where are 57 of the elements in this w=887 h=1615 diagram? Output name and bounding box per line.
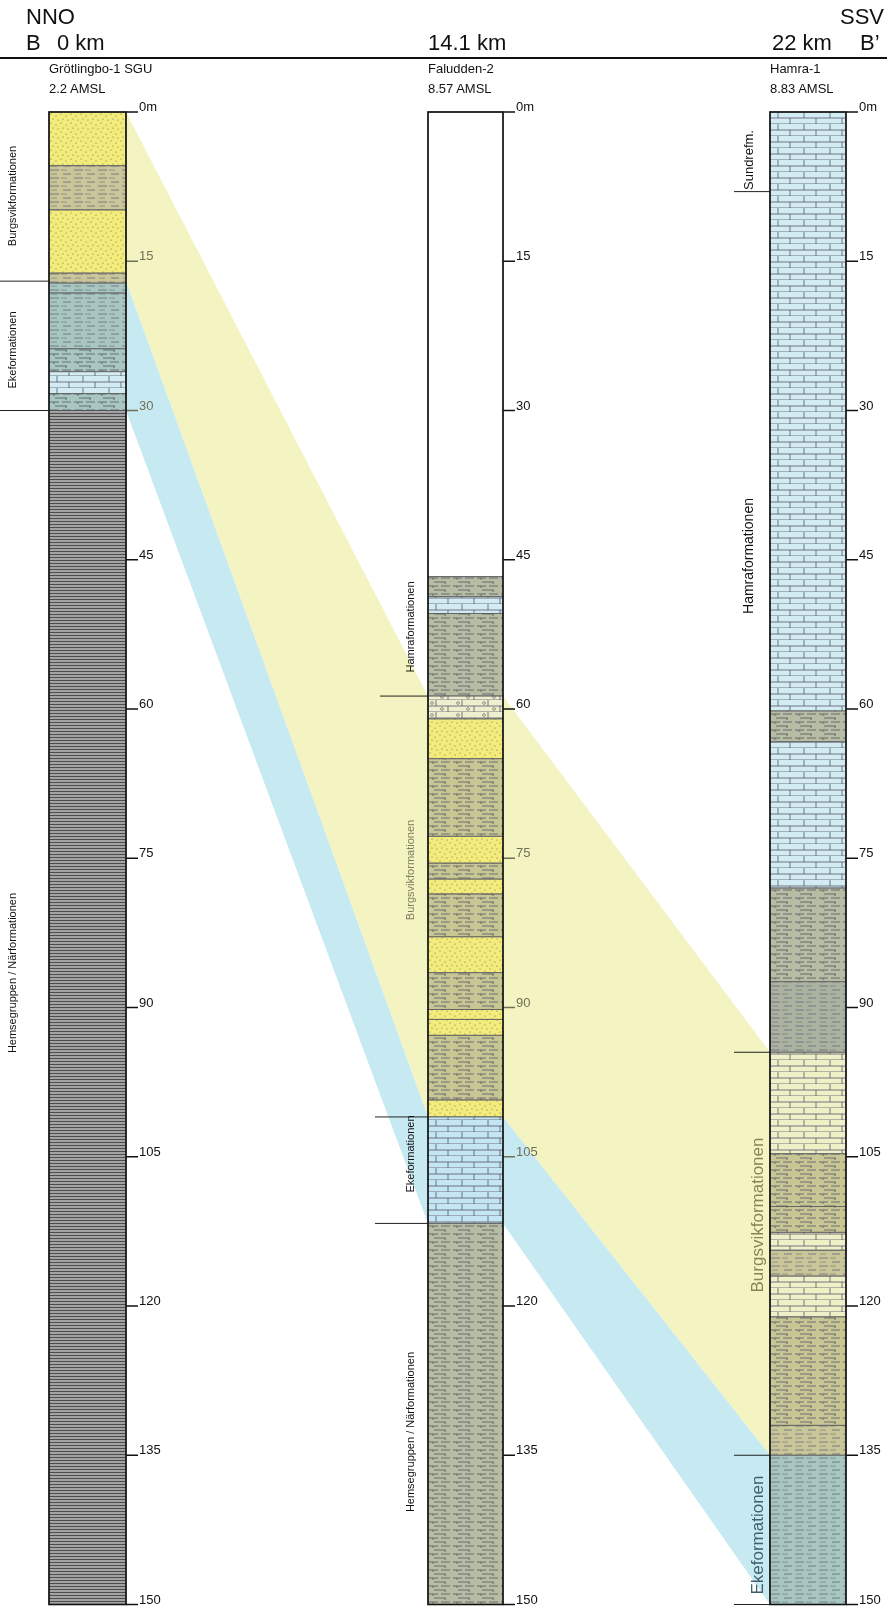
depth-label: 60 <box>139 697 154 710</box>
depth-label: 60 <box>516 697 531 710</box>
depth-label: 45 <box>516 547 531 561</box>
distance-label: 0 km <box>57 32 105 54</box>
depth-label: 90 <box>516 995 531 1009</box>
distance-label: 22 km <box>772 32 832 54</box>
section-end-label: B’ <box>860 32 880 54</box>
depth-label: 120 <box>516 1294 538 1307</box>
formation-label: Burgsvikformationen <box>6 145 18 247</box>
depth-label: 0m <box>516 100 535 113</box>
direction-label: SSV <box>839 6 884 28</box>
depth-label: 75 <box>139 846 154 860</box>
depth-label: 135 <box>859 1443 881 1457</box>
depth-label: 75 <box>859 846 874 860</box>
formation-label: Sundrefm. <box>741 130 755 190</box>
depth-label: 150 <box>516 1592 538 1606</box>
elevation-label: 8.57 AMSL <box>428 82 492 95</box>
well-name: Grötlingbo-1 SGU <box>49 62 153 75</box>
formation-label: Hamraformationen <box>404 581 416 673</box>
elevation-label: 8.83 AMSL <box>770 82 834 95</box>
depth-label: 90 <box>859 995 874 1009</box>
depth-label: 90 <box>139 995 154 1009</box>
depth-label: 105 <box>516 1144 538 1158</box>
formation-label: Burgsvikformationen <box>404 819 416 921</box>
depth-label: 45 <box>139 547 154 561</box>
depth-label: 15 <box>859 249 874 263</box>
formation-label: Hamraformationen <box>741 498 755 614</box>
well-name: Faludden-2 <box>428 62 494 75</box>
depth-label: 30 <box>139 398 154 412</box>
formation-label: Burgsvikformationen <box>748 1137 766 1293</box>
depth-label: 45 <box>859 547 874 561</box>
elevation-label: 2.2 AMSL <box>49 82 106 95</box>
depth-label: 105 <box>139 1144 161 1158</box>
depth-label: 120 <box>859 1294 881 1307</box>
formation-label: Hemsegruppen / Närformationen <box>6 892 18 1054</box>
depth-label: 0m <box>139 100 158 113</box>
depth-label: 30 <box>516 398 531 412</box>
section-end-label: B <box>26 32 41 54</box>
depth-label: 105 <box>859 1144 881 1158</box>
depth-label: 30 <box>859 398 874 412</box>
depth-label: 135 <box>139 1443 161 1457</box>
depth-label: 150 <box>859 1592 881 1606</box>
formation-label: Ekeformationen <box>6 311 18 389</box>
depth-label: 60 <box>859 697 874 710</box>
depth-label: 75 <box>516 846 531 860</box>
distance-label: 14.1 km <box>428 32 507 54</box>
formation-label: Ekeformationen <box>404 1115 416 1193</box>
depth-label: 120 <box>139 1294 161 1307</box>
depth-label: 0m <box>859 100 878 113</box>
depth-label: 15 <box>139 249 154 263</box>
depth-label: 15 <box>516 249 531 263</box>
depth-label: 135 <box>516 1443 538 1457</box>
direction-label: NNO <box>26 6 75 28</box>
formation-label: Hemsegruppen / Närformationen <box>404 1351 416 1513</box>
well-name: Hamra-1 <box>770 62 821 75</box>
depth-label: 150 <box>139 1592 161 1606</box>
formation-label: Ekeformationen <box>748 1475 766 1595</box>
